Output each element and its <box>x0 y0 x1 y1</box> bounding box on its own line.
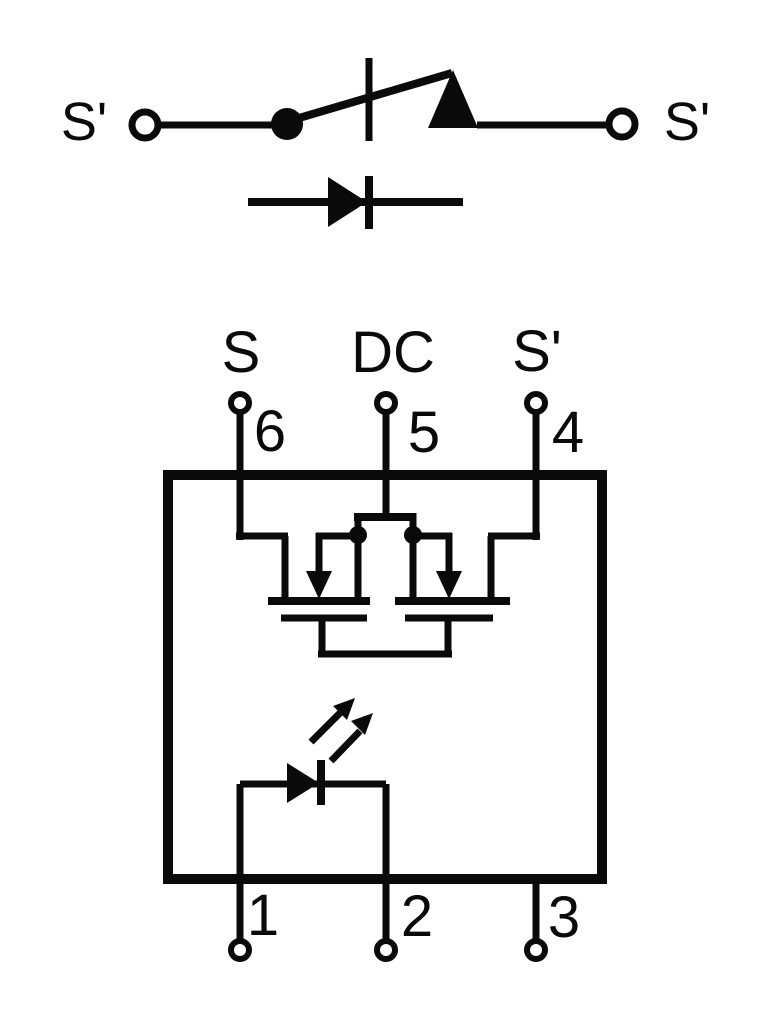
diode-triangle <box>328 177 367 227</box>
pin2-number: 2 <box>400 884 434 949</box>
pin1-terminal-circle <box>228 938 252 962</box>
pin3-terminal-circle <box>524 938 548 962</box>
pin6-terminal-circle <box>228 391 252 415</box>
pin4-number: 4 <box>551 400 585 465</box>
mosfet-pair <box>236 513 540 658</box>
left-terminal-circle <box>128 108 162 142</box>
light-arrow1-head <box>333 698 355 720</box>
light-arrow2-shaft <box>328 728 363 764</box>
contact-pivot-dot <box>271 108 303 140</box>
diode-symbol <box>248 176 463 229</box>
pin2-terminal-circle <box>374 938 398 962</box>
right-body-arrowhead <box>436 571 462 599</box>
pin5-terminal-circle <box>374 391 398 415</box>
led-triangle <box>287 763 319 803</box>
switch-arm <box>297 69 454 122</box>
pin6-function-label: S <box>221 320 261 385</box>
right-terminal-circle <box>605 107 639 141</box>
left-terminal-label: S' <box>60 92 108 152</box>
left-body-arrowhead <box>306 571 332 599</box>
light-arrow1-shaft <box>308 708 345 745</box>
light-arrow2-head <box>351 713 373 735</box>
pin4-terminal-circle <box>524 391 548 415</box>
moving-contact-triangle <box>428 70 478 128</box>
pin5-function-label: DC <box>351 320 435 385</box>
right-terminal-label: S' <box>663 92 711 152</box>
relay-package <box>163 391 607 962</box>
pin1-number: 1 <box>246 883 280 948</box>
pin3-number: 3 <box>547 885 581 950</box>
pin5-number: 5 <box>407 400 441 465</box>
switch-symbol <box>128 58 639 142</box>
pin6-number: 6 <box>253 399 287 464</box>
led-symbol <box>236 698 390 880</box>
pin4-function-label: S' <box>512 319 562 384</box>
